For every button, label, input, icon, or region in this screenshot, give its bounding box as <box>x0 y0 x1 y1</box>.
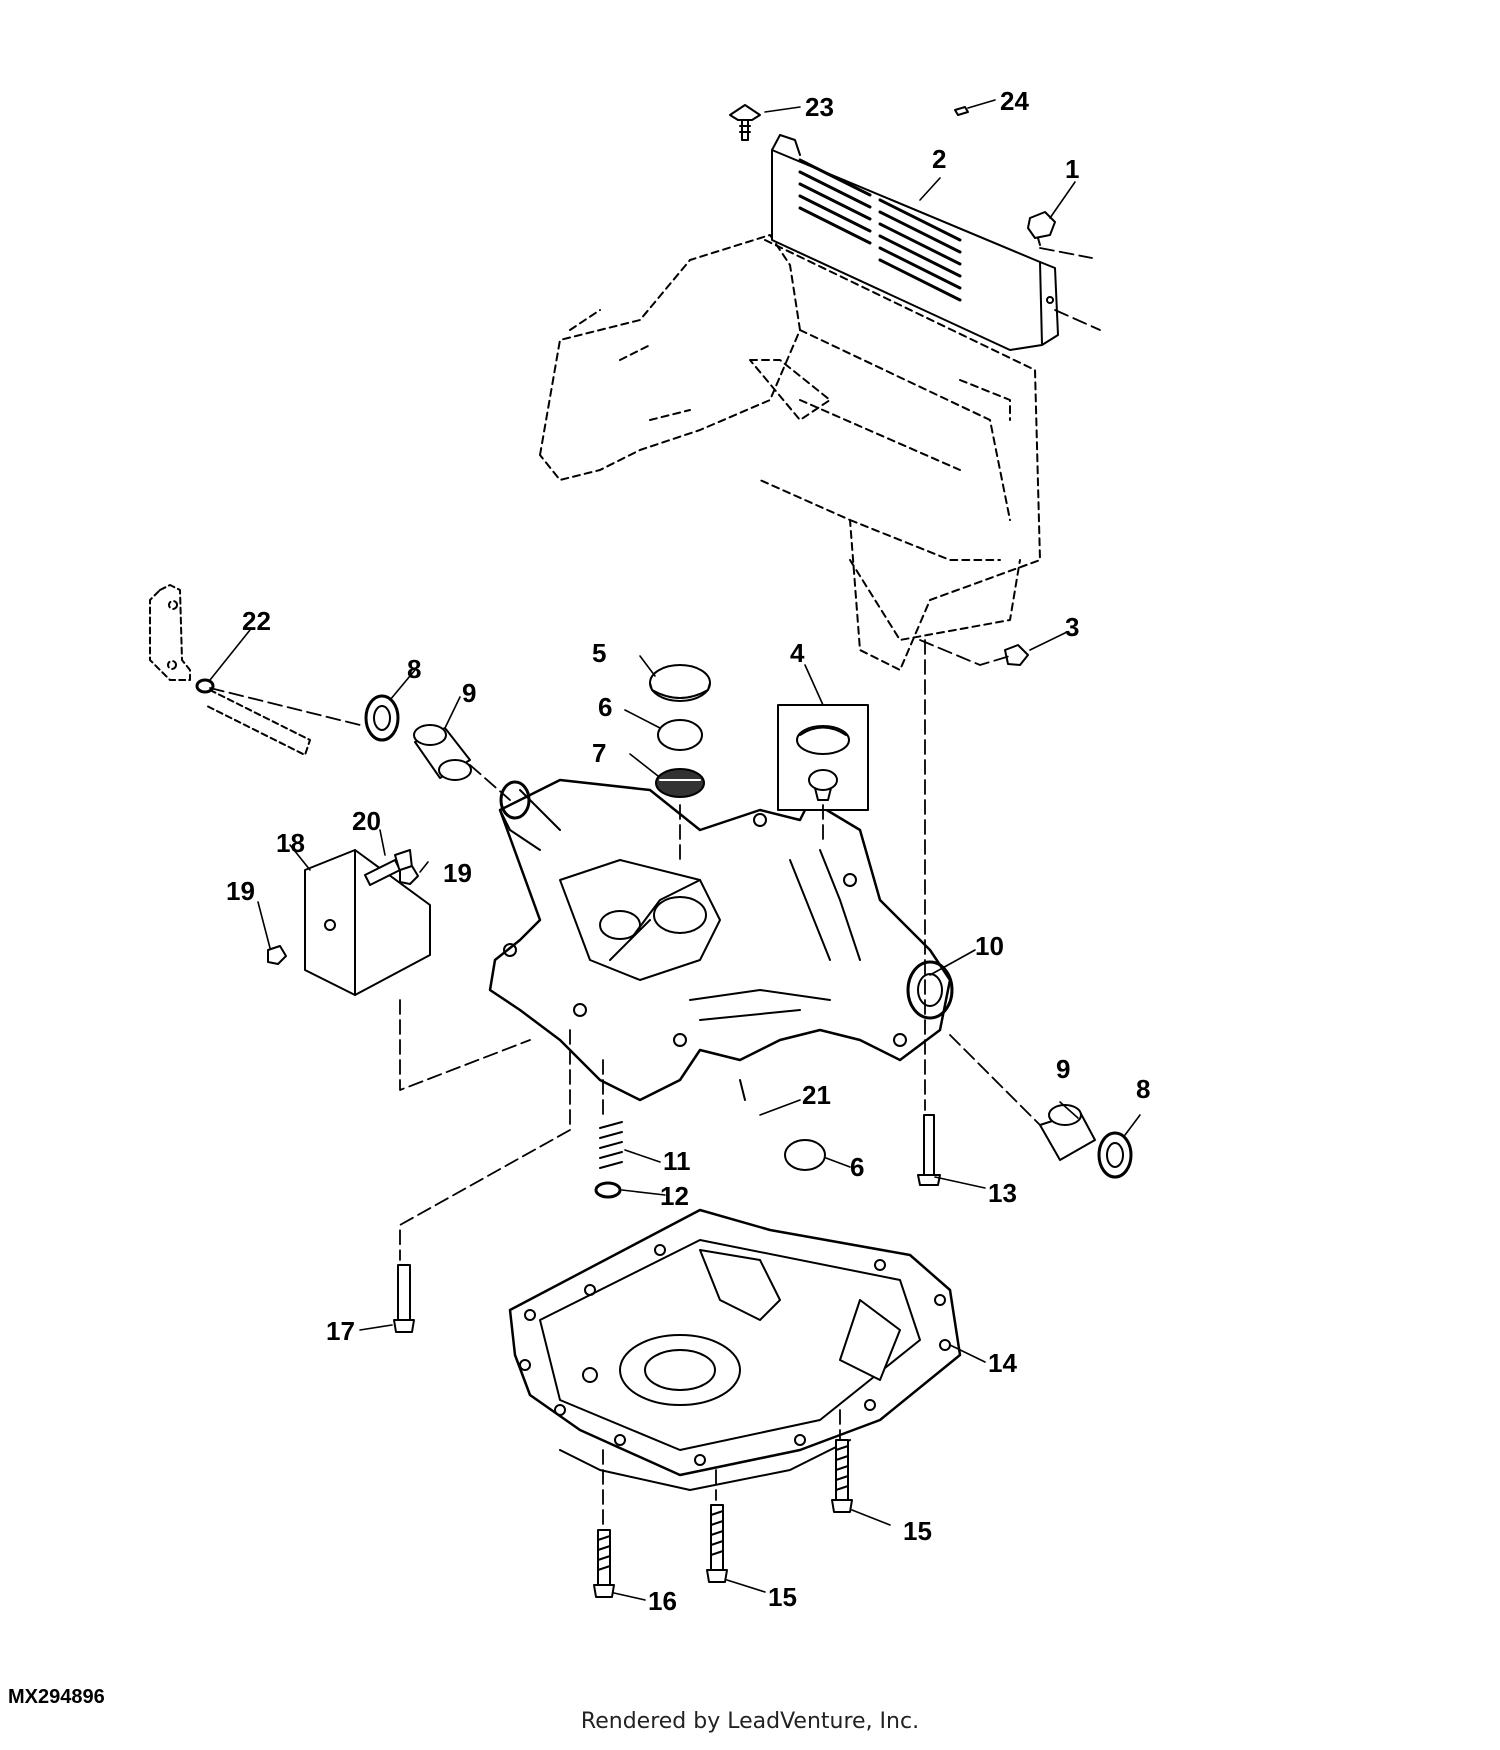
frame-phantom <box>539 234 1041 671</box>
figure-id: MX294896 <box>8 1686 105 1708</box>
bolt-15-right <box>831 1439 853 1513</box>
oring-6-lower <box>784 1139 826 1171</box>
callout-21: 21 <box>802 1080 831 1110</box>
assembly-lines <box>209 247 1101 1526</box>
callout-15-right: 15 <box>903 1516 932 1546</box>
callout-16: 16 <box>648 1586 677 1616</box>
callout-10: 10 <box>975 931 1004 961</box>
breather-kit <box>777 704 869 811</box>
oring-6-upper <box>657 719 703 751</box>
callout-6-lower: 6 <box>850 1152 864 1182</box>
nut-19-right <box>399 865 419 885</box>
render-credit: Rendered by LeadVenture, Inc. <box>580 1709 920 1734</box>
callout-23: 23 <box>805 92 834 122</box>
callout-8-right: 8 <box>1136 1074 1150 1104</box>
bolt-13 <box>917 1114 941 1186</box>
callouts: 1 2 3 4 5 6 6 7 8 8 9 9 10 11 12 13 14 1… <box>226 86 1150 1616</box>
nut-19-left <box>267 945 287 965</box>
callout-19-left: 19 <box>226 876 255 906</box>
callout-20: 20 <box>352 806 381 836</box>
callout-8-left: 8 <box>407 654 421 684</box>
callout-17: 17 <box>326 1316 355 1346</box>
transaxle-housing <box>488 778 954 1102</box>
bolt-16 <box>593 1529 615 1598</box>
callout-12: 12 <box>660 1181 689 1211</box>
leader-lines <box>209 99 1141 1601</box>
bolt-17 <box>393 1264 415 1333</box>
callout-6-upper: 6 <box>598 692 612 722</box>
washer-22 <box>195 678 215 694</box>
callout-4: 4 <box>790 638 805 668</box>
nut-3 <box>1004 644 1029 666</box>
callout-1: 1 <box>1065 154 1079 184</box>
callout-14: 14 <box>988 1348 1017 1378</box>
push-rivet <box>729 104 761 141</box>
filter-7 <box>655 768 705 798</box>
washer-12 <box>594 1181 622 1199</box>
callout-2: 2 <box>932 144 946 174</box>
spring-11 <box>599 1121 623 1169</box>
oil-pan <box>508 1208 962 1491</box>
heat-shield <box>771 134 1059 351</box>
callout-19-right: 19 <box>443 858 472 888</box>
seal-right <box>1097 1131 1133 1179</box>
callout-5: 5 <box>592 638 606 668</box>
callout-24: 24 <box>1000 86 1029 116</box>
callout-9-left: 9 <box>462 678 476 708</box>
cap-5 <box>649 664 711 702</box>
callout-9-right: 9 <box>1056 1054 1070 1084</box>
bushing-left <box>413 724 472 781</box>
callout-7: 7 <box>592 738 606 768</box>
pin-21 <box>739 1079 746 1101</box>
seal-left <box>364 694 400 742</box>
bracket-18 <box>304 849 431 996</box>
cotter-pin <box>954 106 969 116</box>
bushing-right <box>1039 1104 1096 1161</box>
callout-13: 13 <box>988 1178 1017 1208</box>
nut-1 <box>1027 211 1056 246</box>
shift-lever <box>149 584 311 756</box>
callout-11: 11 <box>663 1146 691 1176</box>
callout-22: 22 <box>242 606 271 636</box>
bolt-15-center <box>706 1504 728 1583</box>
callout-18: 18 <box>276 828 305 858</box>
callout-15-center: 15 <box>768 1582 797 1612</box>
callout-3: 3 <box>1065 612 1079 642</box>
